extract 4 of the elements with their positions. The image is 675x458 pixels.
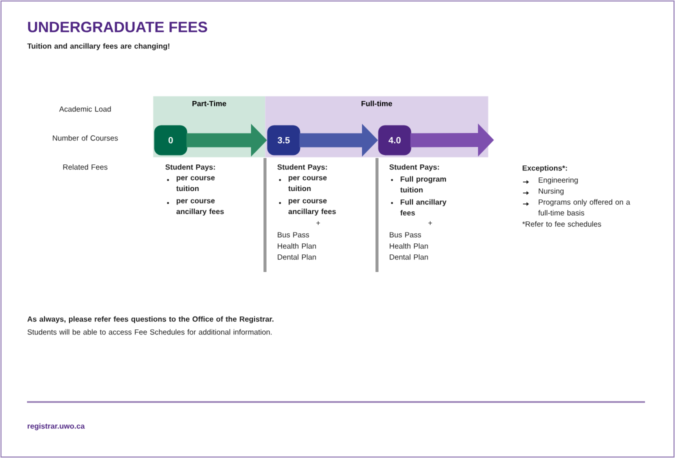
title: UNDERGRADUATE FEES: [28, 22, 208, 32]
number-tab: 3.5: [267, 125, 300, 156]
number-tab: 4.0: [378, 125, 412, 156]
number-tab: 0: [154, 125, 188, 156]
